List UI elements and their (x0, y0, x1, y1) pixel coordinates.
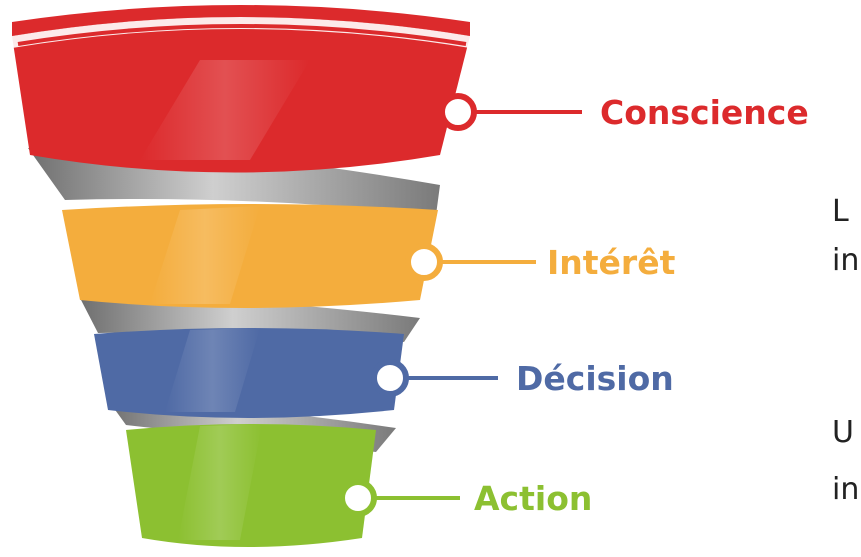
cropped-text-3: U (832, 415, 854, 450)
funnel-stage-conscience (12, 5, 470, 173)
cropped-text-1: L (832, 194, 849, 229)
funnel-stage-action (126, 424, 376, 547)
callout-conscience (439, 93, 582, 131)
stage-label-decision: Décision (516, 359, 674, 398)
callout-interet (405, 243, 536, 281)
stage-label-action: Action (474, 479, 592, 518)
callout-action (339, 479, 460, 517)
callout-dot (439, 93, 477, 131)
cropped-text-2: in (832, 243, 860, 278)
stage-label-interet: Intérêt (547, 243, 676, 282)
funnel-stage-interet (62, 204, 438, 308)
stage-label-conscience: Conscience (600, 93, 809, 132)
cropped-text-4: in (832, 472, 860, 507)
callout-dot (371, 359, 409, 397)
callout-dot (339, 479, 377, 517)
callout-decision (371, 359, 498, 397)
funnel-stage-decision (94, 328, 404, 418)
callout-dot (405, 243, 443, 281)
